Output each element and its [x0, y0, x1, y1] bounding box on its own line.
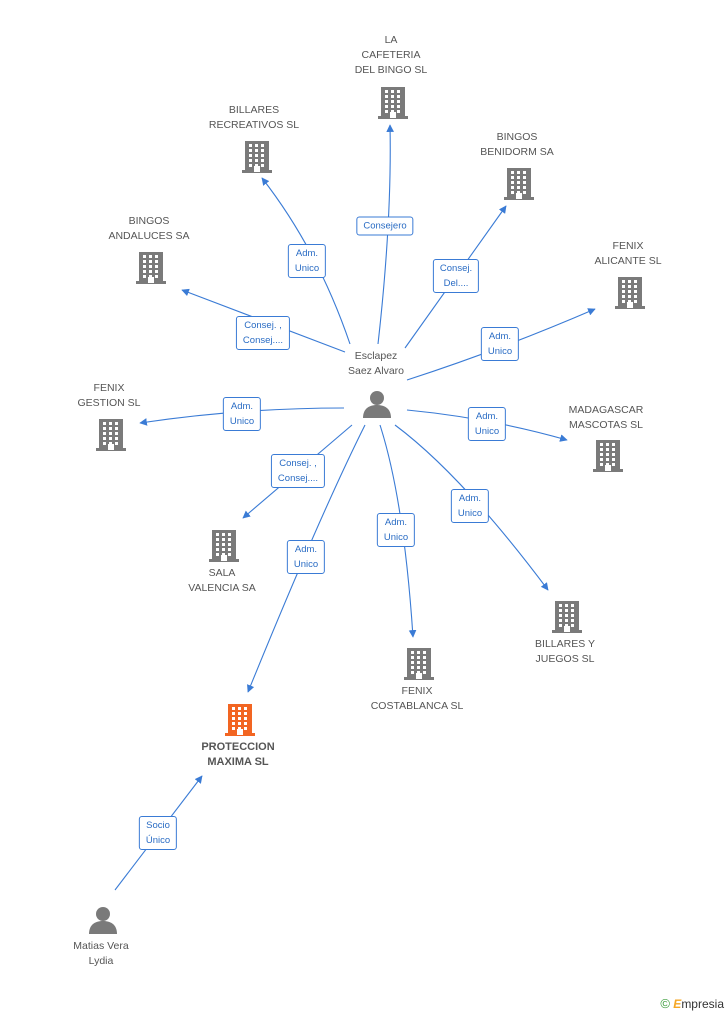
edge-label-esclapez-bingos_benidorm[interactable]: Consej. Del.... — [432, 259, 480, 293]
node-label-line: SALA — [208, 567, 236, 579]
node-label-line: JUEGOS SL — [535, 653, 595, 665]
edge-label-esclapez-madagascar[interactable]: Adm. Unico — [467, 407, 507, 441]
edge-label-line: Unico — [457, 508, 483, 519]
edge-label-esclapez-sala_valencia[interactable]: Consej. , Consej.... — [270, 454, 326, 488]
edge-label-line: Unico — [474, 426, 500, 437]
node-label-billares_rec[interactable]: BILLARES RECREATIVOS SL — [209, 103, 299, 133]
node-label-line: Esclapez — [354, 350, 398, 362]
building-icon[interactable] — [242, 139, 272, 178]
edge-label-line: Consej.... — [242, 335, 284, 346]
node-label-line: BENIDORM SA — [480, 146, 554, 158]
person-icon[interactable] — [88, 905, 118, 940]
edge-label-line: Consej. , — [244, 320, 282, 331]
node-label-line: CAFETERIA — [361, 49, 421, 61]
edge-label-line: Consej.... — [277, 473, 319, 484]
brand-name: mpresia — [681, 997, 724, 1011]
node-label-line: Lydia — [88, 955, 114, 967]
copyright-symbol: © — [660, 996, 670, 1011]
edge-label-line: Socio — [146, 820, 170, 831]
edge-label-line: Unico — [383, 532, 409, 543]
node-label-line: FENIX — [612, 240, 644, 252]
node-label-line: MASCOTAS SL — [569, 419, 643, 431]
edge-label-line: Adm. — [475, 411, 499, 422]
edge-label-line: Del.... — [443, 278, 469, 289]
edge-label-line: Adm. — [230, 401, 254, 412]
node-label-line: GESTION SL — [77, 397, 141, 409]
node-label-fenix_costablanca[interactable]: FENIX COSTABLANCA SL — [371, 684, 464, 714]
node-label-madagascar[interactable]: MADAGASCAR MASCOTAS SL — [569, 403, 644, 433]
edge-label-esclapez-fenix_gestion[interactable]: Adm. Unico — [222, 397, 262, 431]
node-label-line: MAXIMA SL — [207, 756, 269, 768]
edge-label-esclapez-fenix_costablanca[interactable]: Adm. Unico — [376, 513, 416, 547]
node-label-line: BINGOS — [496, 131, 538, 143]
node-label-cafeteria[interactable]: LA CAFETERIA DEL BINGO SL — [355, 33, 428, 78]
node-label-line: ANDALUCES SA — [108, 230, 190, 242]
node-label-line: COSTABLANCA SL — [370, 700, 464, 712]
node-label-line: LA — [384, 34, 398, 46]
node-label-line: BILLARES Y — [535, 638, 595, 650]
node-label-fenix_gestion[interactable]: FENIX GESTION SL — [77, 381, 140, 411]
building-icon[interactable] — [209, 528, 239, 567]
building-icon[interactable] — [404, 646, 434, 685]
node-label-line: FENIX — [93, 382, 125, 394]
edge-label-esclapez-cafeteria[interactable]: Consejero — [356, 216, 414, 236]
edge-label-line: Único — [145, 835, 171, 846]
edge-label-line: Unico — [229, 416, 255, 427]
edge-label-line: Adm. — [295, 248, 319, 259]
node-label-line: ALICANTE SL — [594, 255, 662, 267]
edge-label-esclapez-proteccion[interactable]: Adm. Unico — [286, 540, 326, 574]
node-label-line: BINGOS — [128, 215, 170, 227]
edge-label-line: Unico — [294, 263, 320, 274]
person-icon[interactable] — [362, 389, 392, 424]
node-label-line: MADAGASCAR — [568, 404, 644, 416]
building-icon[interactable] — [378, 85, 408, 124]
building-icon[interactable] — [552, 599, 582, 638]
brand-watermark: © Empresia — [660, 996, 724, 1011]
node-label-line: VALENCIA SA — [188, 582, 256, 594]
edge-label-line: Unico — [293, 559, 319, 570]
edge-label-line: Adm. — [384, 517, 408, 528]
edge-label-line: Adm. — [488, 331, 512, 342]
edge-label-line: Consejero — [363, 220, 407, 232]
node-label-billares_juegos[interactable]: BILLARES Y JUEGOS SL — [535, 637, 595, 667]
building-icon[interactable] — [615, 275, 645, 314]
building-icon[interactable] — [136, 250, 166, 289]
node-label-sala_valencia[interactable]: SALA VALENCIA SA — [188, 566, 256, 596]
building-icon[interactable] — [96, 417, 126, 456]
node-label-proteccion[interactable]: PROTECCION MAXIMA SL — [201, 740, 274, 770]
brand-initial: E — [673, 997, 682, 1011]
edge-label-esclapez-billares_juegos[interactable]: Adm. Unico — [450, 489, 490, 523]
edge-label-line: Unico — [487, 346, 513, 357]
node-label-line: Matias Vera — [73, 940, 129, 952]
node-label-bingos_benidorm[interactable]: BINGOS BENIDORM SA — [480, 130, 554, 160]
edge-label-line: Adm. — [294, 544, 318, 555]
building-icon[interactable] — [593, 438, 623, 477]
node-label-line: PROTECCION — [201, 741, 275, 753]
node-label-fenix_alicante[interactable]: FENIX ALICANTE SL — [594, 239, 661, 269]
edge-esclapez-proteccion — [247, 424, 366, 693]
node-label-line: RECREATIVOS SL — [208, 119, 300, 131]
edge-label-line: Consej. — [439, 263, 473, 274]
edge-label-esclapez-bingos_andaluces[interactable]: Consej. , Consej.... — [235, 316, 291, 350]
edge-label-esclapez-billares_rec[interactable]: Adm. Unico — [287, 244, 327, 278]
edge-label-esclapez-fenix_alicante[interactable]: Adm. Unico — [480, 327, 520, 361]
building-icon[interactable] — [225, 702, 255, 741]
node-label-bingos_andaluces[interactable]: BINGOS ANDALUCES SA — [108, 214, 189, 244]
node-label-line: DEL BINGO SL — [354, 64, 428, 76]
node-label-line: Saez Alvaro — [347, 365, 405, 377]
edge-label-line: Consej. , — [279, 458, 317, 469]
node-label-line: BILLARES — [228, 104, 280, 116]
edge-label-line: Adm. — [458, 493, 482, 504]
node-label-line: FENIX — [401, 685, 433, 697]
building-icon[interactable] — [504, 166, 534, 205]
